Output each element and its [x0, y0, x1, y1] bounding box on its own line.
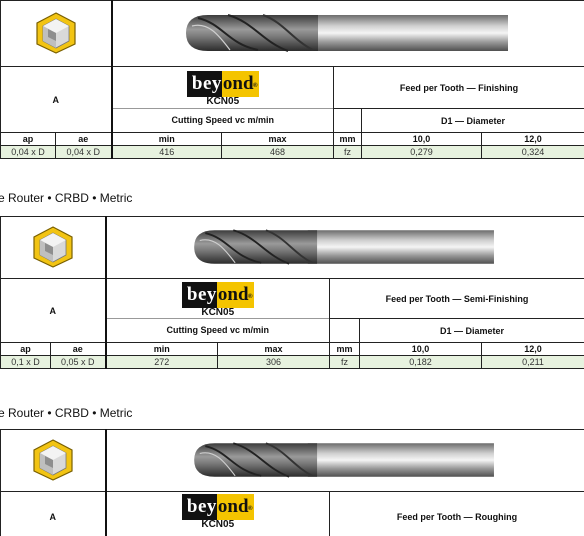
material-icon-cell — [0, 0, 113, 67]
table-row: 0,04 x D 0,04 x D 416 468 fz 0,279 0,324 — [0, 145, 584, 159]
section-caption: e Router • CRBD • Metric — [0, 406, 133, 420]
diameter-label: D1 — Diameter — [360, 108, 584, 133]
tool-image-cell — [104, 216, 584, 279]
col-ae: ae — [50, 342, 107, 356]
val-d2: 0,211 — [480, 355, 584, 369]
table-row: 0,1 x D 0,05 x D 272 306 fz 0,182 0,211 — [0, 355, 584, 369]
col-max: max — [217, 342, 330, 356]
tool-image-cell — [104, 429, 584, 492]
ball-end-mill-icon — [186, 13, 509, 52]
ball-end-mill-icon — [194, 228, 495, 265]
val-d1: 0,182 — [359, 355, 482, 369]
col-ap: ap — [0, 132, 56, 146]
cutting-speed-label: Cutting Speed vc m/min — [111, 108, 334, 133]
val-max: 468 — [221, 145, 334, 159]
grade-label: KCN05 — [206, 95, 240, 107]
val-unit: fz — [329, 355, 360, 369]
col-min: min — [105, 342, 218, 356]
col-ap: ap — [0, 342, 51, 356]
val-ae: 0,05 x D — [50, 355, 107, 369]
material-icon-cell — [0, 216, 107, 279]
val-min: 416 — [111, 145, 222, 159]
diameter-label: D1 — Diameter — [358, 318, 584, 343]
val-d2: 0,324 — [480, 145, 584, 159]
val-d1: 0,279 — [361, 145, 482, 159]
col-unit: mm — [333, 132, 362, 146]
val-max: 306 — [217, 355, 330, 369]
val-ap: 0,1 x D — [0, 355, 51, 369]
material-group: A — [0, 491, 107, 536]
val-ae: 0,04 x D — [55, 145, 113, 159]
ball-end-mill-icon — [194, 441, 495, 478]
material-group: A — [0, 66, 113, 133]
material-icon-cell — [0, 429, 107, 492]
col-max: max — [221, 132, 334, 146]
material-cube-icon — [36, 11, 76, 54]
material-cube-icon — [33, 438, 73, 481]
val-unit: fz — [333, 145, 362, 159]
val-min: 272 — [105, 355, 218, 369]
cutting-speed-label: Cutting Speed vc m/min — [105, 318, 330, 343]
col-d1: 10,0 — [359, 342, 482, 356]
col-unit: mm — [329, 342, 360, 356]
col-ae: ae — [55, 132, 113, 146]
feed-title: Feed per Tooth — Roughing — [328, 491, 584, 536]
grade-label: KCN05 — [201, 519, 235, 530]
col-d2: 12,0 — [480, 342, 584, 356]
section-caption: e Router • CRBD • Metric — [0, 191, 133, 205]
material-cube-icon — [33, 225, 73, 268]
feed-title: Feed per Tooth — Finishing — [332, 66, 584, 109]
tool-image-cell — [110, 0, 584, 67]
col-d2: 12,0 — [480, 132, 584, 146]
material-group: A — [0, 278, 107, 343]
grade-label: KCN05 — [201, 306, 235, 318]
col-d1: 10,0 — [361, 132, 482, 146]
feed-title: Feed per Tooth — Semi-Finishing — [328, 278, 584, 319]
val-ap: 0,04 x D — [0, 145, 56, 159]
col-min: min — [111, 132, 222, 146]
